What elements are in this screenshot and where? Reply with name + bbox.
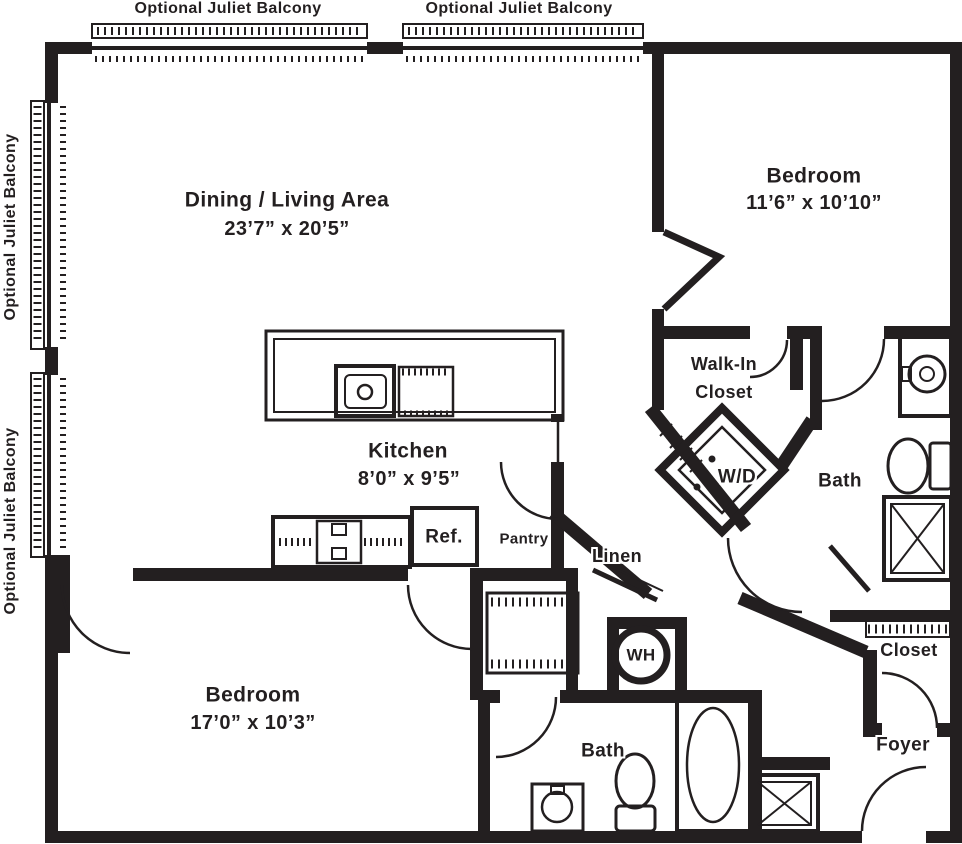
room-label-bedroom2: Bedroom bbox=[205, 683, 301, 707]
bath1-fixtures bbox=[882, 330, 953, 582]
kitchen-fixtures bbox=[264, 329, 565, 569]
room-label-closet: Closet bbox=[880, 640, 938, 660]
walkin-shelf-hatch bbox=[659, 423, 703, 473]
diagonal-walls bbox=[548, 403, 869, 658]
dim-label-bedroom2: 17’0” x 10’3” bbox=[190, 712, 316, 734]
entry-door-arc bbox=[860, 765, 927, 832]
toilet-icon-bath2 bbox=[614, 804, 657, 833]
vanity-icon bbox=[898, 330, 953, 418]
kitchen-counter-top bbox=[264, 329, 565, 422]
label-balcony-top-right: Optional Juliet Balcony bbox=[425, 0, 613, 17]
linen-door bbox=[591, 567, 659, 603]
water-heater-icon bbox=[611, 625, 671, 685]
label-water-heater: WH bbox=[626, 645, 656, 665]
top-railing-right bbox=[402, 23, 644, 39]
label-balcony-left-lower: Optional Juliet Balcony bbox=[2, 427, 19, 615]
room-label-bath1: Bath bbox=[818, 470, 862, 492]
balcony-railings bbox=[30, 23, 644, 558]
label-refrigerator: Ref. bbox=[425, 526, 463, 548]
room-label-bath2: Bath bbox=[581, 740, 625, 762]
dishwasher-icon bbox=[397, 365, 455, 418]
shower-icon-bath1 bbox=[882, 495, 953, 582]
dim-label-kitchen: 8’0” x 9’5” bbox=[357, 468, 461, 490]
dim-label-bedroom1: 11’6” x 10’10” bbox=[746, 192, 882, 214]
doors bbox=[60, 228, 939, 832]
utility-fixtures bbox=[485, 402, 951, 685]
bedroom2-door-arc-left bbox=[60, 584, 131, 655]
bedroom2-door-arc-right bbox=[406, 584, 473, 651]
bath1-door-arc bbox=[821, 338, 886, 403]
walkin-closet-door-arc bbox=[749, 339, 789, 379]
pantry-door-arc bbox=[499, 461, 559, 521]
room-label-walkin-2: Closet bbox=[695, 382, 753, 402]
label-balcony-left-upper: Optional Juliet Balcony bbox=[2, 133, 19, 321]
left-railing-upper bbox=[30, 100, 45, 350]
label-balcony-top-left: Optional Juliet Balcony bbox=[134, 0, 322, 17]
bath2-door-arc bbox=[495, 696, 558, 759]
dim-label-living: 23’7” x 20’5” bbox=[224, 218, 350, 240]
room-label-living: Dining / Living Area bbox=[184, 188, 390, 212]
label-pantry: Pantry bbox=[499, 530, 549, 548]
room-label-kitchen: Kitchen bbox=[368, 439, 448, 463]
outer-walls bbox=[45, 42, 962, 843]
left-railing-lower bbox=[30, 372, 45, 558]
bath2-fixtures bbox=[530, 696, 820, 833]
bathtub-icon bbox=[675, 696, 752, 833]
top-railing-left bbox=[91, 23, 368, 39]
mech-shaft-icon bbox=[749, 773, 820, 833]
closet-door-arc bbox=[881, 671, 939, 729]
sink-icon-bath2 bbox=[530, 782, 585, 833]
bedroom2-closet-shelves bbox=[485, 591, 580, 675]
label-washer-dryer: W/D bbox=[717, 466, 757, 488]
label-linen: Linen bbox=[592, 546, 642, 566]
refrigerator-icon bbox=[410, 506, 479, 567]
room-label-walkin-1: Walk-In bbox=[690, 354, 758, 374]
toilet-icon-bath1 bbox=[886, 437, 930, 495]
room-label-bedroom1: Bedroom bbox=[766, 164, 862, 188]
entry-closet-shelf bbox=[865, 619, 951, 638]
bedroom1-door bbox=[661, 228, 726, 312]
room-label-foyer: Foyer bbox=[876, 734, 930, 756]
hall-door-arc bbox=[726, 537, 803, 614]
sink-icon bbox=[315, 519, 363, 565]
shower-door bbox=[828, 544, 871, 593]
washer-dryer-icon bbox=[654, 402, 790, 538]
oven-icon bbox=[334, 364, 396, 418]
